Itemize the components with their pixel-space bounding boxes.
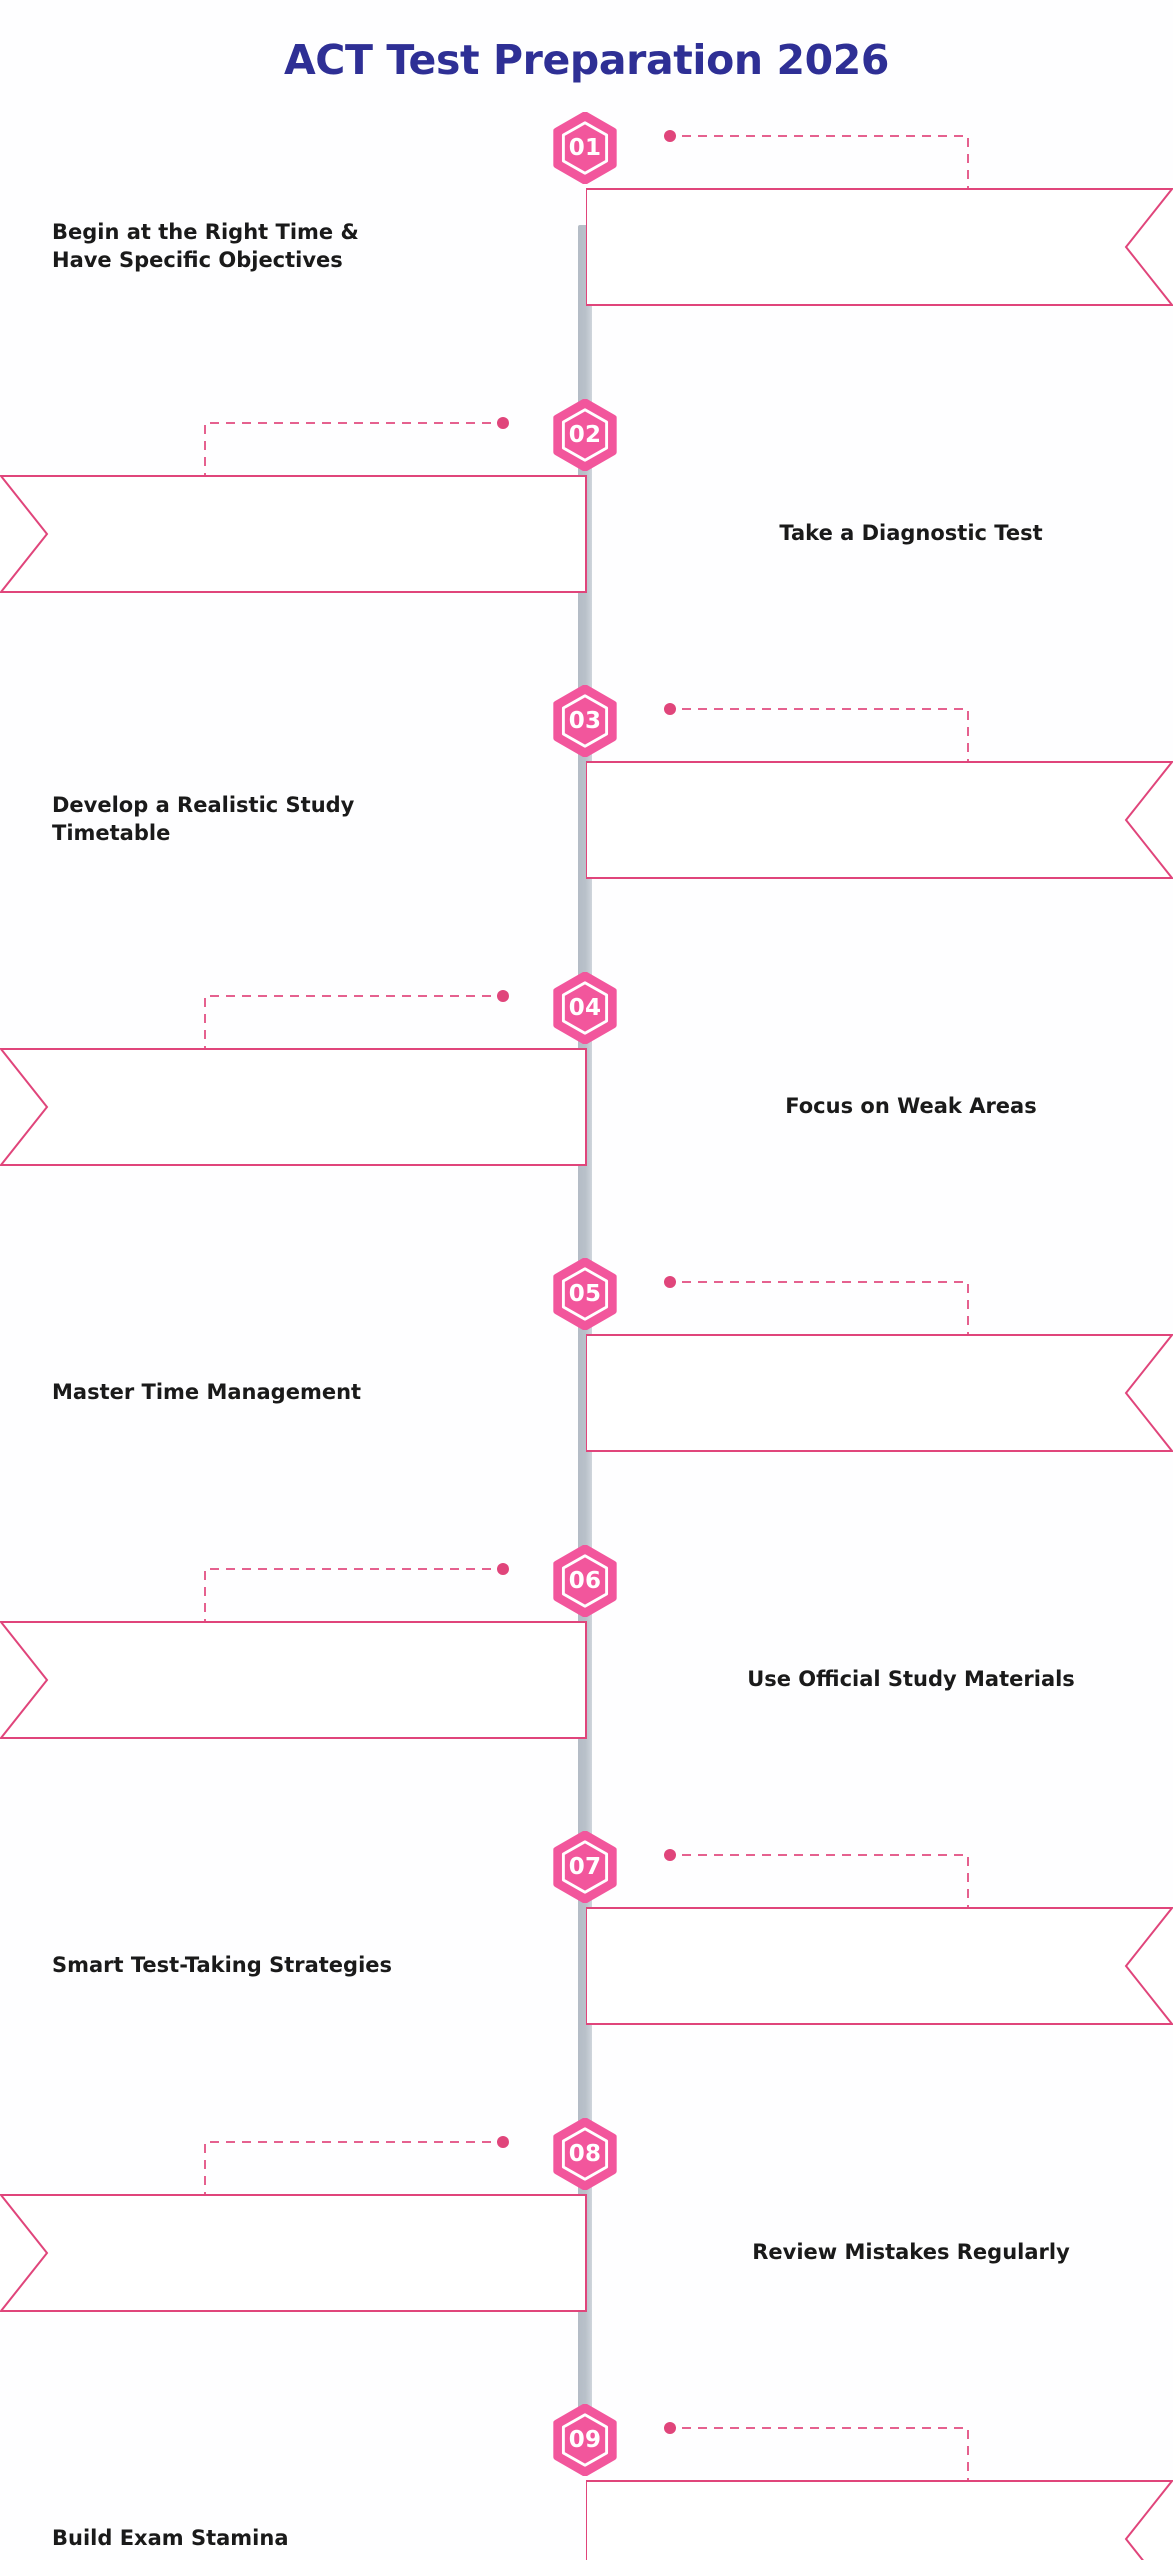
step-banner xyxy=(586,1907,1173,2025)
connector-dot xyxy=(664,2422,676,2434)
connector-dot xyxy=(497,416,509,429)
connector-dot xyxy=(497,2135,509,2148)
step-label: Begin at the Right Time & Have Specific O… xyxy=(52,188,472,306)
step-banner xyxy=(586,188,1173,306)
hexagon-icon xyxy=(553,971,617,1044)
step-number-badge[interactable]: 07 xyxy=(549,1831,621,1903)
page-title: ACT Test Preparation 2026 xyxy=(283,36,890,84)
step-banner xyxy=(586,2480,1173,2560)
step-banner xyxy=(0,474,587,593)
step-banner xyxy=(0,2193,587,2312)
connector-dot xyxy=(664,703,676,715)
hexagon-icon xyxy=(553,1831,617,1903)
step-label-text: Focus on Weak Areas xyxy=(701,1093,1121,1121)
step-number-badge[interactable]: 02 xyxy=(549,398,621,471)
hexagon-icon xyxy=(553,398,617,471)
step-number-badge[interactable]: 08 xyxy=(549,2117,621,2190)
step-label: Use Official Study Materials xyxy=(701,1621,1121,1739)
step-number-badge[interactable]: 09 xyxy=(549,2404,621,2476)
step-label-line: Master Time Management xyxy=(52,1380,362,1405)
connector-dot xyxy=(497,989,509,1002)
hexagon-icon xyxy=(553,112,617,184)
step-number-badge[interactable]: 03 xyxy=(549,685,621,757)
step-label: Smart Test-Taking Strategies xyxy=(52,1907,472,2025)
hexagon-icon xyxy=(553,1258,617,1330)
step-label-line: Have Specific Objectives xyxy=(52,248,343,272)
step-label-line: Timetable xyxy=(52,821,171,845)
step-label-line: Begin at the Right Time & xyxy=(52,220,359,245)
connector-dot xyxy=(664,1276,676,1288)
step-label: Take a Diagnostic Test xyxy=(701,475,1121,593)
step-label: Focus on Weak Areas xyxy=(701,1048,1121,1166)
step-label-text: Use Official Study Materials xyxy=(701,1666,1121,1694)
step-banner xyxy=(586,761,1173,879)
connector-dot xyxy=(664,130,676,142)
hexagon-icon xyxy=(553,1544,617,1617)
step-label-line: Smart Test-Taking Strategies xyxy=(52,1953,393,1978)
step-label: Build Exam Stamina xyxy=(52,2480,472,2560)
step-number-badge[interactable]: 06 xyxy=(549,1544,621,1617)
step-label-line: Use Official Study Materials xyxy=(747,1666,1075,1691)
step-label-text: Take a Diagnostic Test xyxy=(701,520,1121,548)
step-number-badge[interactable]: 04 xyxy=(549,971,621,1044)
step-number-badge[interactable]: 01 xyxy=(549,112,621,184)
step-label-text: Review Mistakes Regularly xyxy=(701,2239,1121,2267)
step-label-line: Develop a Realistic Study xyxy=(52,793,355,818)
hexagon-icon xyxy=(553,685,617,757)
step-label-text: Begin at the Right Time & Have Specific O… xyxy=(52,219,472,274)
step-banner xyxy=(586,1334,1173,1452)
step-label: Master Time Management xyxy=(52,1334,472,1452)
step-number-badge[interactable]: 05 xyxy=(549,1258,621,1330)
step-label-text: Master Time Management xyxy=(52,1379,472,1407)
step-banner xyxy=(0,1047,587,1166)
step-label-text: Smart Test-Taking Strategies xyxy=(52,1952,472,1980)
step-label-line: Take a Diagnostic Test xyxy=(779,520,1043,545)
step-banner xyxy=(0,1620,587,1739)
connector-dot xyxy=(497,1562,509,1575)
step-label-text: Build Exam Stamina xyxy=(52,2525,472,2553)
hexagon-icon xyxy=(553,2404,617,2476)
step-label: Review Mistakes Regularly xyxy=(701,2194,1121,2312)
step-label-line: Focus on Weak Areas xyxy=(785,1093,1037,1118)
connector-dot xyxy=(664,1849,676,1861)
hexagon-icon xyxy=(553,2117,617,2190)
step-label-line: Review Mistakes Regularly xyxy=(752,2239,1070,2264)
step-label-line: Build Exam Stamina xyxy=(52,2526,289,2551)
